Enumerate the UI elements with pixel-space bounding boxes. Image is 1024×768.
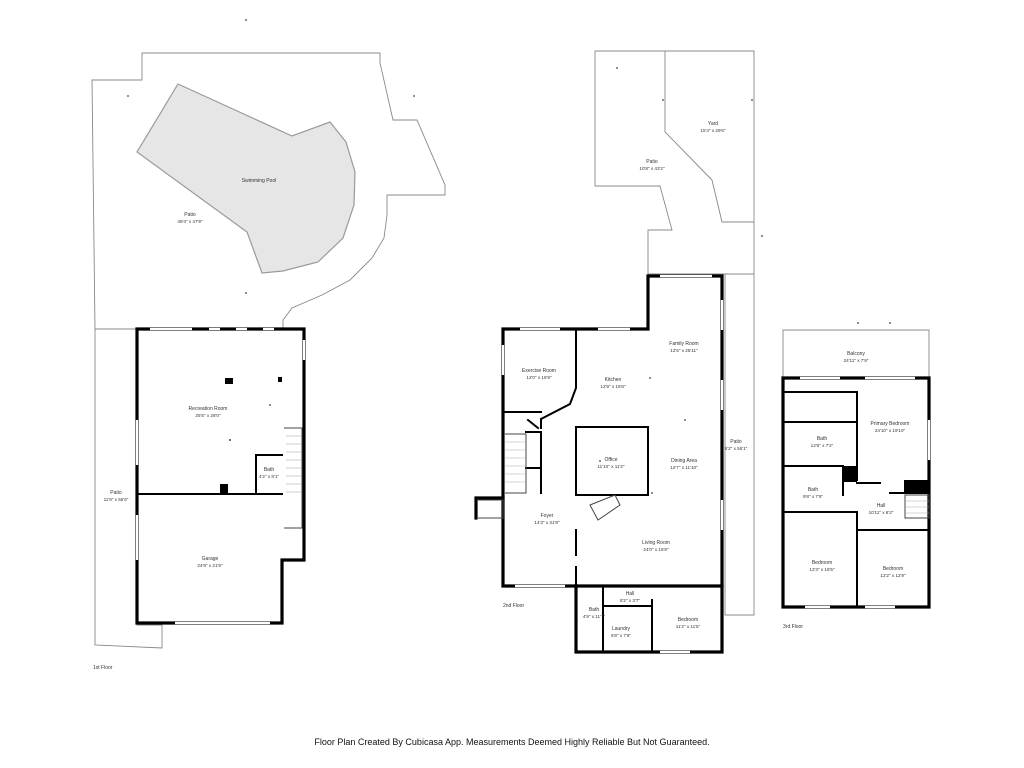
bath-name: Bath (264, 467, 275, 473)
office-name: Office (605, 457, 618, 463)
laundry-name: Laundry (612, 626, 631, 632)
hall-name: Hall (626, 591, 635, 597)
exercise-room-dim: 12'0" x 15'9" (526, 375, 552, 380)
patio-outline (91, 52, 446, 330)
side-patio-name: Patio (110, 490, 122, 496)
bath-dim: 4'9" x 11'7" (583, 614, 606, 619)
living-room-dim: 24'0" x 15'8" (643, 547, 669, 552)
yard-dim: 15'4" x 29'6" (700, 128, 726, 133)
kitchen-name: Kitchen (605, 377, 622, 383)
disclaimer-footer: Floor Plan Created By Cubicasa App. Meas… (314, 737, 709, 747)
patio-name: Patio (184, 212, 196, 218)
side-patio-dim: 11'9" x 55'6" (104, 497, 129, 502)
foyer-name: Foyer (541, 513, 554, 519)
upper-bath-name: Bath (817, 436, 828, 442)
first-floor-label: 1st Floor (93, 665, 113, 671)
laundry-dim: 5'8" x 7'6" (611, 633, 631, 638)
pool-name: Swimming Pool (242, 178, 276, 184)
primary-bedroom-dim: 24'10" x 19'10" (875, 428, 906, 433)
office-dim: 11'10" x 11'2" (597, 464, 624, 469)
swimming-pool (136, 83, 356, 274)
hall-dim: 8'2" x 3'7" (620, 598, 640, 603)
second-floor-label: 2nd Floor (503, 603, 524, 609)
left-bedroom-dim: 12'3" x 16'5" (809, 567, 835, 572)
hall-name: Hall (877, 503, 886, 509)
garage-dim: 24'9" x 21'9" (197, 563, 223, 568)
top-patio-dim: 10'8" x 43'2" (639, 166, 665, 171)
primary-bedroom-name: Primary Bedroom (871, 421, 910, 427)
dining-area-dim: 12'7" x 11'10" (670, 465, 698, 470)
yard-name: Yard (708, 121, 718, 127)
second-floor: Patio 10'8" x 43'2" Yard 15'4" x 29'6" F… (474, 50, 763, 654)
family-room-name: Family Room (669, 341, 698, 347)
lower-bath-dim: 9'8" x 7'6" (803, 494, 823, 499)
right-bedroom-dim: 12'2" x 12'9" (880, 573, 906, 578)
dining-area-name: Dining Area (671, 458, 697, 464)
kitchen-dim: 12'9" x 16'6" (600, 384, 626, 389)
top-patio-name: Patio (646, 159, 658, 165)
recreation-room-dim: 25'5" x 28'0" (195, 413, 221, 418)
balcony-name: Balcony (847, 351, 865, 357)
exercise-room-name: Exercise Room (522, 368, 556, 374)
hall-dim: 10'11" x 6'2" (869, 510, 894, 515)
first-floor: Swimming Pool Patio 49'4" x 47'9" Recrea… (91, 19, 446, 671)
bath-dim: 4'2" x 8'1" (259, 474, 279, 479)
third-floor: Balcony 24'11" x 7'9" Primary Bedroom 24… (781, 322, 931, 630)
right-patio-name: Patio (730, 439, 742, 445)
left-bedroom-name: Bedroom (812, 560, 832, 566)
garage-name: Garage (202, 556, 219, 562)
right-bedroom-name: Bedroom (883, 566, 903, 572)
balcony-dim: 24'11" x 7'9" (844, 358, 869, 363)
upper-bath-dim: 12'6" x 7'2" (811, 443, 834, 448)
right-patio-dim: 5'2" x 55'1" (725, 446, 748, 451)
bedroom-name: Bedroom (678, 617, 698, 623)
first-floor-walls (135, 327, 306, 625)
bath-name: Bath (589, 607, 600, 613)
bedroom-dim: 11'2" x 11'5" (676, 624, 701, 629)
patio-dim: 49'4" x 47'9" (177, 219, 203, 224)
recreation-room-name: Recreation Room (189, 406, 228, 412)
family-room-dim: 12'5" x 25'11" (670, 348, 698, 353)
foyer-dim: 14'3" x 31'8" (534, 520, 560, 525)
lower-bath-name: Bath (808, 487, 819, 493)
third-floor-label: 3rd Floor (783, 624, 803, 630)
living-room-name: Living Room (642, 540, 670, 546)
side-patio-outline (94, 329, 163, 649)
top-patio-outline (594, 50, 755, 616)
